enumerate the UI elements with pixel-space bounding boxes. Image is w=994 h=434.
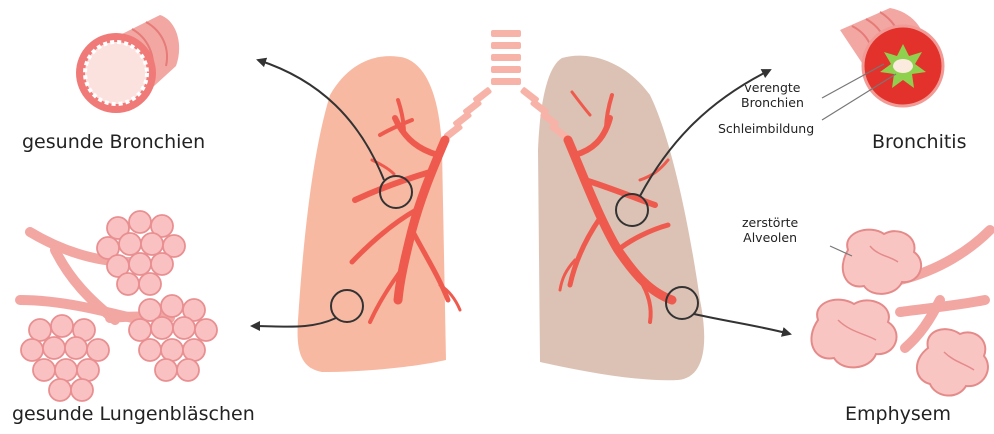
label-healthy-alveoli: gesunde Lungenbläschen: [12, 403, 255, 425]
label-bronchitis: Bronchitis: [872, 131, 967, 153]
label-healthy-bronchi: gesunde Bronchien: [22, 131, 205, 153]
label-destroyed-alveoli-line-1: zerstörte: [742, 215, 798, 230]
label-narrowed-bronchi-line-1: verengte: [741, 80, 804, 95]
bronchitis-illustration: [840, 8, 943, 106]
right-lung: [538, 56, 704, 381]
arrow-to-emphysema: [694, 314, 790, 334]
label-destroyed-alveoli: zerstörte Alveolen: [742, 215, 798, 245]
label-destroyed-alveoli-line-2: Alveolen: [742, 230, 798, 245]
left-lung: [298, 56, 446, 372]
label-emphysema: Emphysem: [845, 403, 951, 425]
label-mucus: Schleimbildung: [718, 121, 814, 136]
healthy-alveoli-illustration: [20, 211, 217, 401]
label-narrowed-bronchi-line-2: Bronchien: [741, 95, 804, 110]
emphysema-illustration: [811, 230, 990, 396]
label-narrowed-bronchi: verengte Bronchien: [741, 80, 804, 110]
healthy-bronchus-illustration: [76, 15, 179, 113]
